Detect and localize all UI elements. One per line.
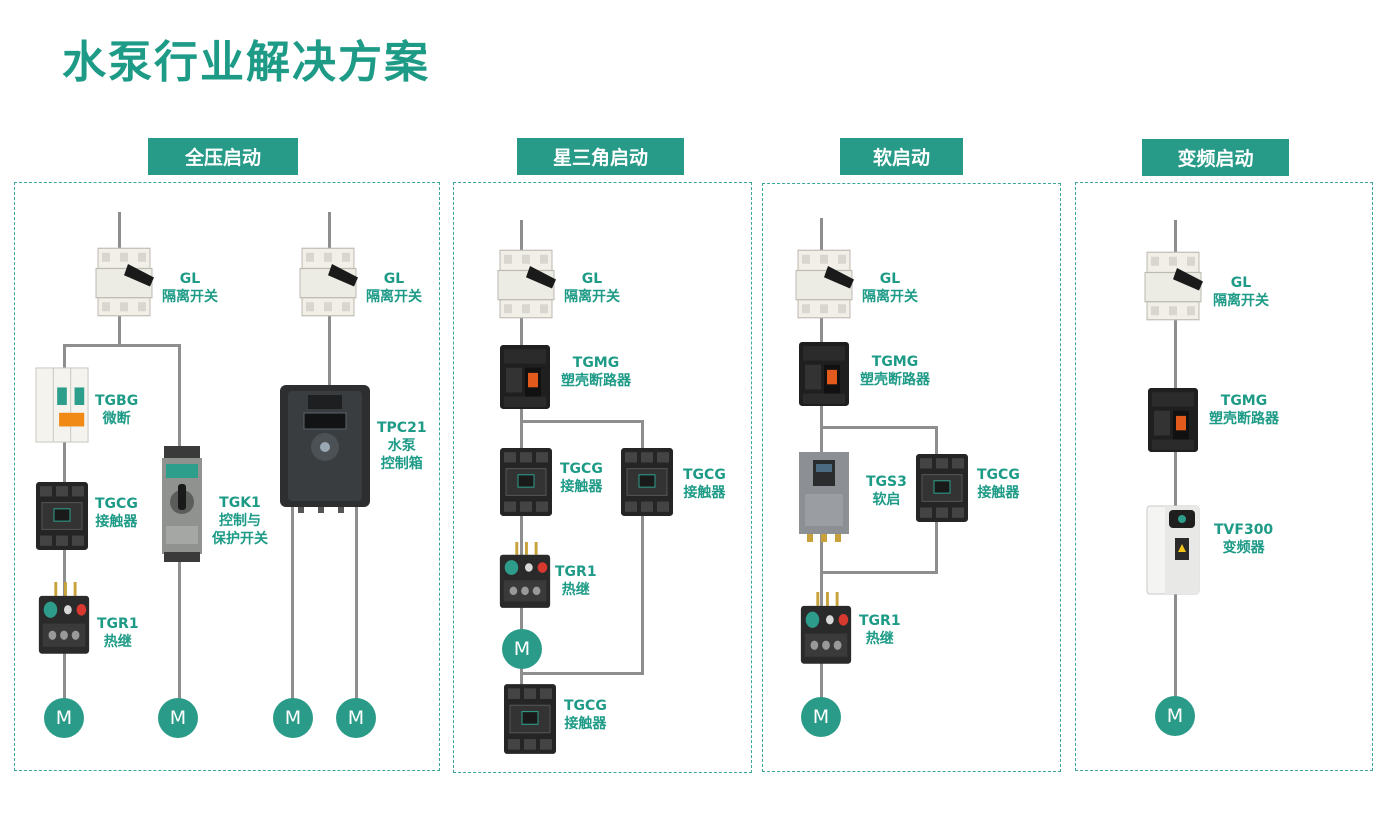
wire [820,426,938,429]
mccb-2 [797,340,851,408]
panel-soft-start [762,183,1061,772]
thermal-relay-2 [496,542,554,610]
section-badge-full-voltage: 全压启动 [148,138,298,175]
panel-full-voltage [14,182,440,771]
motor-symbol: M [273,698,313,738]
thermal-relay-1 [35,582,93,656]
wire [520,672,644,675]
motor-symbol: M [158,698,198,738]
panel-vfd-start [1075,182,1373,771]
contactor-4 [500,682,560,756]
tgk1-device [160,446,204,562]
wire [1174,220,1177,700]
wire [520,420,644,423]
wire [520,660,523,700]
isolator-switch-4 [792,248,856,320]
motor-symbol: M [502,629,542,669]
isolator-switch-1 [92,246,156,318]
soft-starter-device [797,452,851,542]
motor-symbol: M [336,698,376,738]
mccb-3 [1146,386,1200,454]
page-title: 水泵行业解决方案 [62,37,430,88]
tpc21-control-box [278,383,372,513]
mcb-device [34,366,90,444]
contactor-1 [32,480,92,552]
isolator-switch-2 [296,246,360,318]
wire [520,220,523,636]
isolator-switch-3 [494,248,558,320]
panel-star-delta [453,182,752,773]
contactor-2 [496,446,556,518]
contactor-3 [617,446,677,518]
vfd-device [1145,504,1201,596]
motor-symbol: M [44,698,84,738]
section-badge-vfd-start: 变频启动 [1142,139,1289,176]
section-badge-star-delta: 星三角启动 [517,138,684,175]
wire [641,420,644,675]
mccb-1 [498,343,552,411]
isolator-switch-5 [1141,250,1205,322]
wire [63,344,181,347]
contactor-5 [912,452,972,524]
section-badge-soft-start: 软启动 [840,138,963,175]
wire [820,571,938,574]
motor-symbol: M [801,697,841,737]
wire [291,500,294,705]
wire [355,500,358,705]
motor-symbol: M [1155,696,1195,736]
thermal-relay-3 [797,592,855,666]
